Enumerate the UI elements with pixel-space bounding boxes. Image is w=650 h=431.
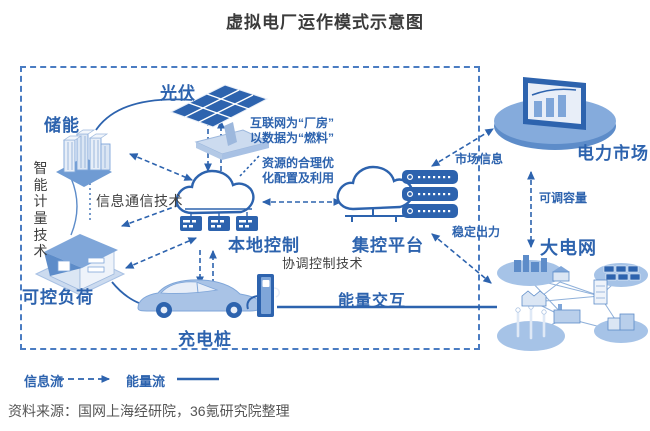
source-note: 资料来源：国网上海经研院，36氪研究院整理 — [8, 403, 290, 419]
note-resource: 资源的合理优 化配置及利用 — [262, 156, 335, 185]
grid-network-icon — [497, 255, 648, 351]
label-local-control: 本地控制 — [228, 236, 300, 255]
label-ict: 信息通信技术 — [96, 193, 183, 209]
label-stable-output: 稳定出力 — [452, 225, 501, 239]
metering-bracket-arc — [70, 177, 78, 236]
label-charger: 充电桩 — [178, 330, 232, 349]
label-power-market: 电力市场 — [577, 144, 649, 163]
ev-car-charging-icon — [137, 274, 280, 318]
label-storage: 储能 — [44, 116, 80, 135]
solar-panel-icon — [169, 84, 271, 160]
page-title: 虚拟电厂运作模式示意图 — [226, 13, 424, 32]
cloud-servers-icon — [175, 169, 258, 231]
label-energy-exchange: 能量交互 — [338, 293, 407, 310]
label-load: 可控负荷 — [22, 288, 94, 307]
arrow-load-cloud — [124, 237, 198, 269]
label-coordination: 协调控制技术 — [282, 256, 364, 271]
wind-turbines — [515, 304, 547, 340]
leader-resource-note — [239, 155, 260, 177]
legend-energy-flow-label: 能量流 — [126, 374, 166, 389]
house-icon — [34, 234, 126, 296]
note-internet: 互联网为“厂房” 以数据为“燃料” — [250, 116, 335, 145]
market-chart-platform-icon — [494, 77, 616, 150]
arrow-storage-cloud — [128, 153, 194, 181]
label-main-grid: 大电网 — [540, 238, 597, 258]
energy-storage-pv-curve — [95, 98, 193, 131]
arrow-platform-grid — [431, 233, 492, 284]
vpp-dashed-boundary — [20, 66, 480, 350]
label-pv: 光伏 — [160, 84, 196, 103]
battery-bank-icon — [56, 129, 112, 187]
label-smart-metering: 智能计量技术 — [33, 160, 48, 260]
solar-farm — [603, 265, 641, 281]
substation-buildings — [521, 266, 635, 331]
label-market-info: 市场信息 — [455, 152, 504, 166]
arrow-platform-market — [431, 128, 494, 167]
label-adjustable-capacity: 可调容量 — [539, 191, 588, 205]
legend-info-flow-label: 信息流 — [24, 374, 64, 389]
label-control-platform: 集控平台 — [352, 236, 424, 255]
cloud-rack-icon — [336, 165, 458, 222]
city-silhouette — [514, 255, 547, 272]
